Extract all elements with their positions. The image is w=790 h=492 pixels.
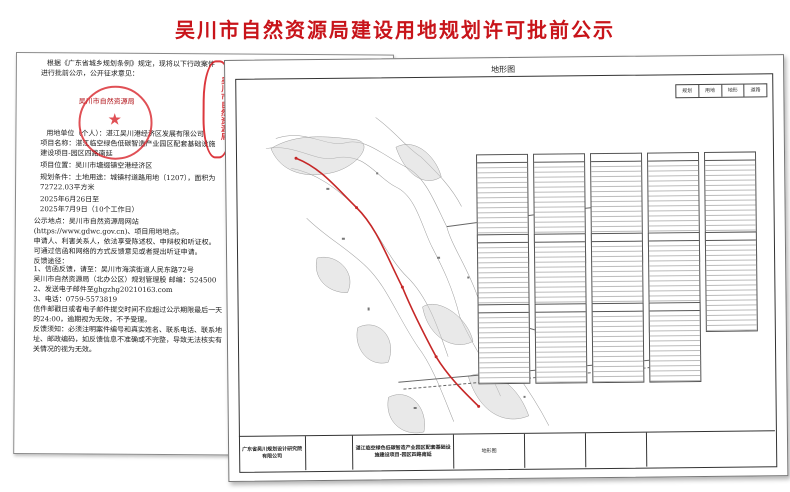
title-block-grid xyxy=(585,432,648,468)
coordinate-table xyxy=(591,302,645,384)
coordinate-table xyxy=(477,303,531,385)
legend-item: 用地 xyxy=(699,84,722,98)
legend-item: 道路 xyxy=(750,87,761,94)
notice-line: 2、发送电子邮件至ghgzhg20210163.com xyxy=(33,285,173,295)
notice-line: 3、电话：0759-5573819 xyxy=(33,295,118,304)
topographic-map xyxy=(265,117,664,434)
notice-line: 2025年6月26日至 xyxy=(39,195,100,204)
notice-body: 根据《广东省城乡规划条例》规定，现将以下行政案件进行批前公示，公开征求意见： 吴川… xyxy=(17,53,393,353)
title-block-grid xyxy=(305,435,354,471)
notice-line: 72722.03平方米 xyxy=(40,183,95,192)
drawing-title-block: 广东省吴川规划设计研究院有限公司 湛江临空绿色低碳智造产业园区配套基础设施建设项… xyxy=(238,430,776,471)
notice-line: 2025年7月9日（10个工作日） xyxy=(39,205,139,214)
title-block-grid xyxy=(524,433,587,468)
legend-item: 规划 xyxy=(676,85,700,98)
notice-line: 根据《广东省城乡规划条例》规定，现将以下行政案件 xyxy=(46,59,215,69)
page-title: 吴川市自然资源局建设用地规划许可批前公示 xyxy=(175,18,615,42)
notice-line: 信件邮戳日或者电子邮件提交时间不应超过公示期限最后一天 xyxy=(33,305,223,315)
plan-sheet: 地形图 xyxy=(224,54,789,482)
notice-line: 反馈须知：必须注明案件编号和真实姓名、联系电话、联系地 xyxy=(33,325,223,335)
legend-item: 地形 xyxy=(721,84,745,97)
notice-line: 申请人、利害关系人，依法享受陈述权、申辩权和听证权。 xyxy=(33,237,216,247)
legend-strip: 规划 用地 地形 道路 xyxy=(675,83,768,99)
coordinate-table xyxy=(648,302,702,383)
notice-line: 1、信函反馈，请至：吴川市海滨街道人民东路72号 xyxy=(33,265,194,275)
round-seal-stamp: ★ xyxy=(78,85,153,160)
notice-line: 关情况的视为无效。 xyxy=(32,345,96,354)
notice-line: 项目位置：吴川市塘缀镇空港经济区 xyxy=(40,161,153,170)
title-block-org: 广东省吴川规划设计研究院有限公司 xyxy=(238,436,307,471)
title-block-drawing: 地形图 xyxy=(453,433,526,469)
notice-line: 址、邮政编码，如反馈信息不准确或不完整，导致无法核实有 xyxy=(32,335,223,345)
title-block-grid xyxy=(647,431,775,466)
notice-line: (https://www.gdwc.gov.cn)、项目用地地点。 xyxy=(33,227,184,237)
title-block-project: 湛江临空绿色低碳智造产业园区配套基础设施建设项目-园区四路南延 xyxy=(352,434,455,470)
notice-line: 可通过信函和网络的方式反馈意见或者提出听证申请。 xyxy=(33,247,202,257)
seal-star-icon: ★ xyxy=(107,109,122,129)
notice-line: 公示地点：吴川市自然资源局网站 xyxy=(33,217,139,226)
notice-line: 吴川市自然资源局（北办公区）规划管理股 邮编：524500 xyxy=(33,275,217,285)
coordinate-table xyxy=(534,303,588,384)
notice-line: 的24:00，逾期视为无效，不予受理。 xyxy=(33,315,152,324)
coordinate-table xyxy=(704,231,758,332)
notice-line: 规划条件：土地用途：城镇村道路用地（1207），面积为 xyxy=(40,173,216,183)
notice-line: 进行批前公示，公开征求意见： xyxy=(40,69,139,78)
